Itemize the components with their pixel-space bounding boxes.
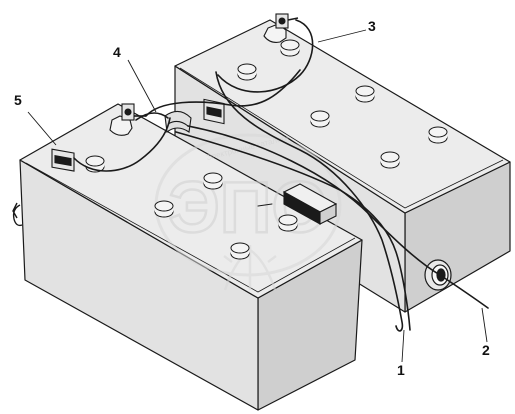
cable-back-negative <box>215 71 404 332</box>
leader-3 <box>317 29 367 43</box>
cable-connector-lead <box>257 203 273 207</box>
battery-back-top <box>174 19 511 214</box>
leader-2 <box>481 307 488 343</box>
cable-5 <box>73 117 171 172</box>
cap-front-5 <box>230 242 250 260</box>
cap-front-2 <box>203 172 223 190</box>
cable-grommet <box>424 259 452 291</box>
cables <box>73 19 489 332</box>
battery-back-caps <box>237 39 448 169</box>
cable-2 <box>187 125 489 309</box>
cap-front-1 <box>85 155 105 173</box>
cap-back-3 <box>310 110 330 128</box>
callout-3: 3 <box>368 18 376 34</box>
cable-front-jumper <box>135 112 169 121</box>
jumper-strap <box>164 110 192 134</box>
cap-front-3 <box>154 200 174 218</box>
callout-5: 5 <box>14 92 22 108</box>
terminal-back-negative <box>203 98 225 125</box>
terminal-back-positive <box>263 13 299 43</box>
cable-4 <box>145 69 301 117</box>
cap-back-4 <box>428 126 448 144</box>
cap-back-1 <box>237 63 257 81</box>
cap-front-4 <box>278 214 298 232</box>
battery-back-top-rim <box>179 67 504 209</box>
cable-1 <box>175 131 411 331</box>
leader-4 <box>127 59 157 113</box>
leader-5 <box>27 111 57 146</box>
terminal-front-negative <box>51 148 75 172</box>
battery-front-handle <box>12 202 23 227</box>
callout-1: 1 <box>397 362 405 378</box>
cap-back-2 <box>355 85 375 103</box>
leader-1 <box>401 329 405 363</box>
cap-back-6 <box>280 39 300 57</box>
connector-block <box>282 183 338 225</box>
battery-front <box>12 103 363 411</box>
leader-lines <box>27 29 488 363</box>
callout-4: 4 <box>113 44 121 60</box>
terminal-front-positive <box>109 103 146 136</box>
cable-3 <box>217 19 314 93</box>
battery-front-top-rim <box>25 162 356 293</box>
battery-front-caps <box>85 155 298 260</box>
callout-2: 2 <box>482 342 490 358</box>
cap-back-5 <box>380 151 400 169</box>
